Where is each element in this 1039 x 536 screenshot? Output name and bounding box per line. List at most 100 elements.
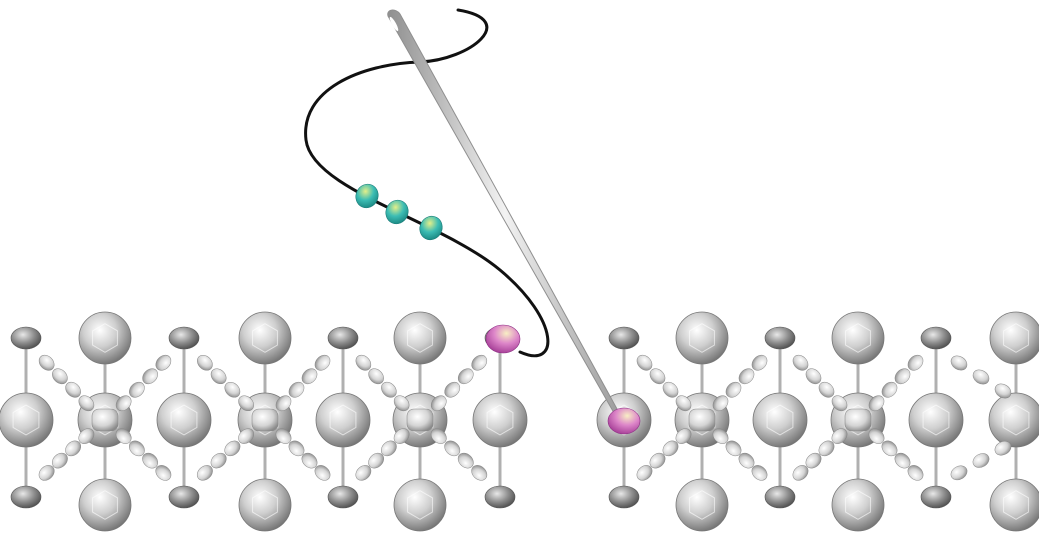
seed-bead xyxy=(636,354,653,371)
seed-bead xyxy=(972,453,990,468)
faceted-bead-facet xyxy=(12,404,40,436)
seed-bead xyxy=(444,440,461,457)
seed-bead xyxy=(818,381,835,398)
faceted-bead-facet xyxy=(92,490,118,520)
seed-bead xyxy=(805,368,822,385)
needle xyxy=(387,9,623,421)
seed-bead xyxy=(881,381,898,398)
working-thread xyxy=(304,8,550,358)
faceted-bead-body xyxy=(393,478,447,532)
faceted-bead-facet xyxy=(689,490,715,520)
rondelle-bead xyxy=(608,326,640,350)
bead-layer xyxy=(0,311,1039,532)
seed-bead xyxy=(636,465,653,481)
rondelle-bead xyxy=(920,326,952,350)
rondelle-bead xyxy=(10,326,42,350)
seed-bead xyxy=(142,452,159,469)
seed-bead xyxy=(393,428,410,444)
seed-bead xyxy=(78,428,95,444)
seed-bead xyxy=(430,428,447,444)
seed-bead xyxy=(224,440,241,457)
faceted-bead-facet xyxy=(845,490,871,520)
thread-layer xyxy=(304,8,550,358)
seed-bead xyxy=(301,452,318,469)
seed-bead xyxy=(314,465,331,481)
center-bead xyxy=(688,408,716,432)
faceted-bead-facet xyxy=(922,404,950,436)
seed-bead xyxy=(381,381,397,398)
seed-bead xyxy=(950,355,968,371)
faceted-bead-facet xyxy=(329,404,357,436)
faceted-bead xyxy=(989,478,1039,532)
strung-bead xyxy=(355,183,379,209)
seed-bead xyxy=(662,381,679,398)
seed-bead xyxy=(238,395,254,412)
seed-bead xyxy=(805,452,822,469)
faceted-bead-facet xyxy=(251,404,279,436)
seed-bead xyxy=(738,368,755,385)
seed-bead xyxy=(238,428,255,444)
seed-bead xyxy=(907,354,924,371)
faceted-bead xyxy=(78,311,132,365)
faceted-bead-facet xyxy=(766,404,794,436)
rondelle-bead xyxy=(608,485,640,509)
faceted-bead-facet xyxy=(252,490,278,520)
faceted-bead xyxy=(238,311,292,365)
seed-bead xyxy=(444,381,461,398)
rondelle-bead xyxy=(168,485,200,509)
faceted-bead xyxy=(831,311,885,365)
seed-bead xyxy=(881,440,898,457)
seed-bead xyxy=(751,354,768,371)
seed-bead xyxy=(355,354,372,371)
seed-bead xyxy=(831,395,848,412)
seed-bead xyxy=(831,428,848,444)
strung-bead xyxy=(385,199,409,225)
faceted-bead-body xyxy=(831,478,885,532)
seed-bead xyxy=(381,440,397,457)
seed-bead xyxy=(197,354,213,371)
seed-bead xyxy=(818,440,835,457)
seed-bead xyxy=(142,368,158,385)
center-bead xyxy=(251,408,279,432)
seed-bead xyxy=(196,465,213,481)
seed-bead xyxy=(907,465,924,481)
highlighted-bead xyxy=(485,324,521,354)
seed-bead xyxy=(712,428,729,444)
seed-bead xyxy=(65,440,82,457)
faceted-bead-body xyxy=(472,392,528,448)
faceted-bead-body xyxy=(752,392,808,448)
seed-bead xyxy=(129,381,145,398)
faceted-bead-body xyxy=(989,478,1039,532)
seed-bead xyxy=(675,428,692,444)
seed-bead xyxy=(868,428,885,444)
faceted-bead-facet xyxy=(844,404,872,436)
seed-bead xyxy=(725,381,742,398)
faceted-bead-body xyxy=(0,392,54,448)
seed-bead xyxy=(430,395,447,412)
faceted-bead xyxy=(393,478,447,532)
faceted-bead xyxy=(238,478,292,532)
seed-bead xyxy=(155,465,172,481)
seed-bead xyxy=(368,368,384,385)
faceted-bead-facet xyxy=(688,404,716,436)
center-bead xyxy=(844,408,872,432)
seed-bead xyxy=(868,395,885,412)
seed-bead xyxy=(52,368,68,385)
seed-bead xyxy=(115,395,132,412)
seed-bead xyxy=(471,354,488,371)
faceted-bead-body xyxy=(831,311,885,365)
faceted-bead-body xyxy=(238,478,292,532)
seed-bead xyxy=(712,395,729,412)
faceted-bead-body xyxy=(989,311,1039,365)
faceted-bead-body xyxy=(78,311,132,365)
faceted-bead-body xyxy=(315,392,371,448)
seed-bead xyxy=(751,465,768,481)
seed-bead xyxy=(314,354,331,371)
seed-bead xyxy=(38,465,55,481)
seed-bead xyxy=(471,465,488,481)
faceted-bead-facet xyxy=(1003,323,1029,353)
seed-bead xyxy=(128,440,145,457)
seed-bead xyxy=(355,465,372,481)
seed-bead xyxy=(725,440,742,457)
